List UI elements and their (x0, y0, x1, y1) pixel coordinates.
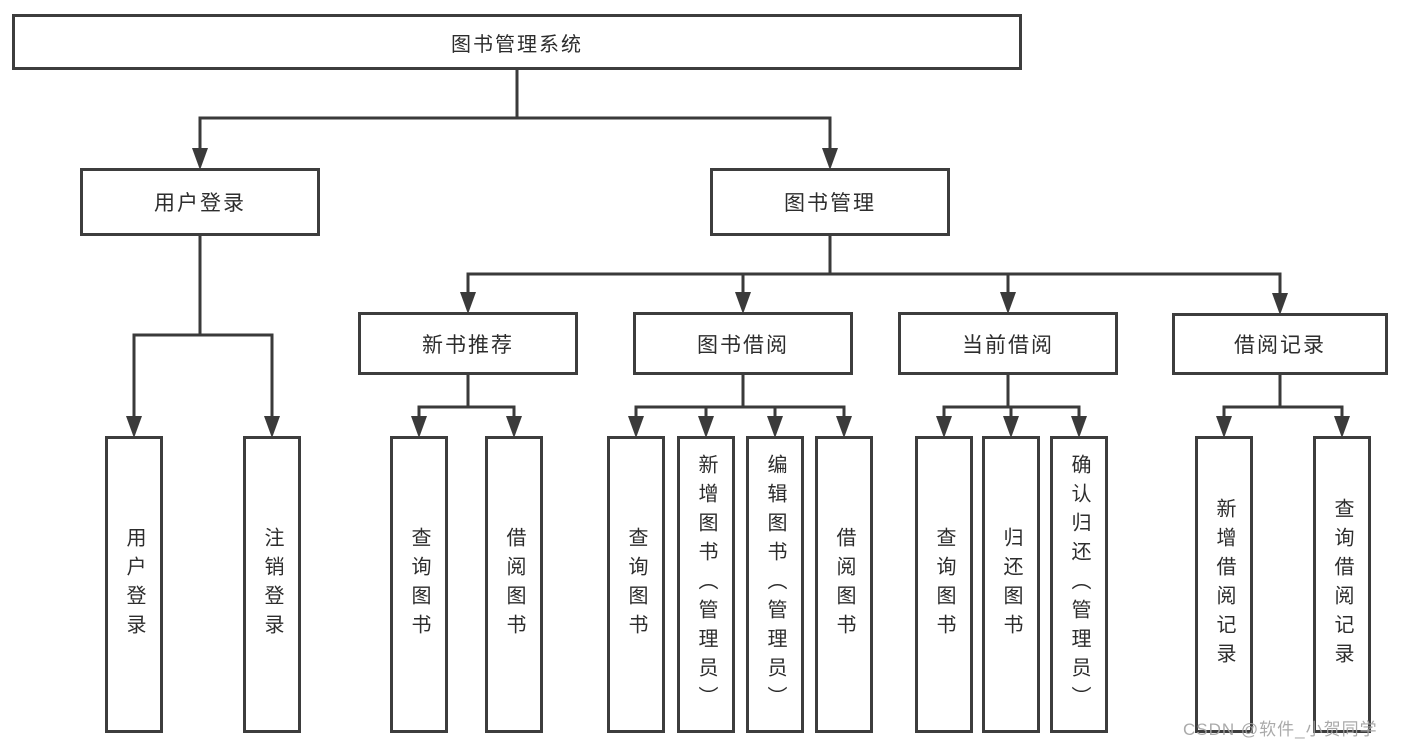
connector-current-borrowing (936, 374, 1087, 438)
node-cb-confirm-return: 确认归还（管理员） (1050, 436, 1108, 733)
connector-new-book-recommend (411, 374, 522, 438)
connector-root (192, 69, 838, 170)
node-nb-borrow-books: 借阅图书 (485, 436, 543, 733)
connector-book-management (460, 235, 1288, 315)
node-cb-return-books: 归还图书 (982, 436, 1040, 733)
node-borrow-records: 借阅记录 (1172, 313, 1388, 375)
node-nb-query-books: 查询图书 (390, 436, 448, 733)
node-user-login-leaf: 用户登录 (105, 436, 163, 733)
watermark: CSDN @软件_小贺同学 (1183, 720, 1378, 739)
node-bb-borrow-books: 借阅图书 (815, 436, 873, 733)
node-book-management: 图书管理 (710, 168, 950, 236)
connector-book-borrowing (628, 374, 852, 438)
node-current-borrowing: 当前借阅 (898, 312, 1118, 375)
node-bb-add-books: 新增图书（管理员） (677, 436, 735, 733)
node-new-book-recommend: 新书推荐 (358, 312, 578, 375)
node-bb-query-books: 查询图书 (607, 436, 665, 733)
connector-borrow-records (1216, 374, 1350, 438)
node-bb-edit-books: 编辑图书（管理员） (746, 436, 804, 733)
node-user-login: 用户登录 (80, 168, 320, 236)
node-br-query-record: 查询借阅记录 (1313, 436, 1371, 733)
node-book-borrowing: 图书借阅 (633, 312, 853, 375)
node-br-add-record: 新增借阅记录 (1195, 436, 1253, 733)
node-cb-query-books: 查询图书 (915, 436, 973, 733)
connector-user-login (126, 235, 280, 438)
node-root: 图书管理系统 (12, 14, 1022, 70)
node-logout-leaf: 注销登录 (243, 436, 301, 733)
